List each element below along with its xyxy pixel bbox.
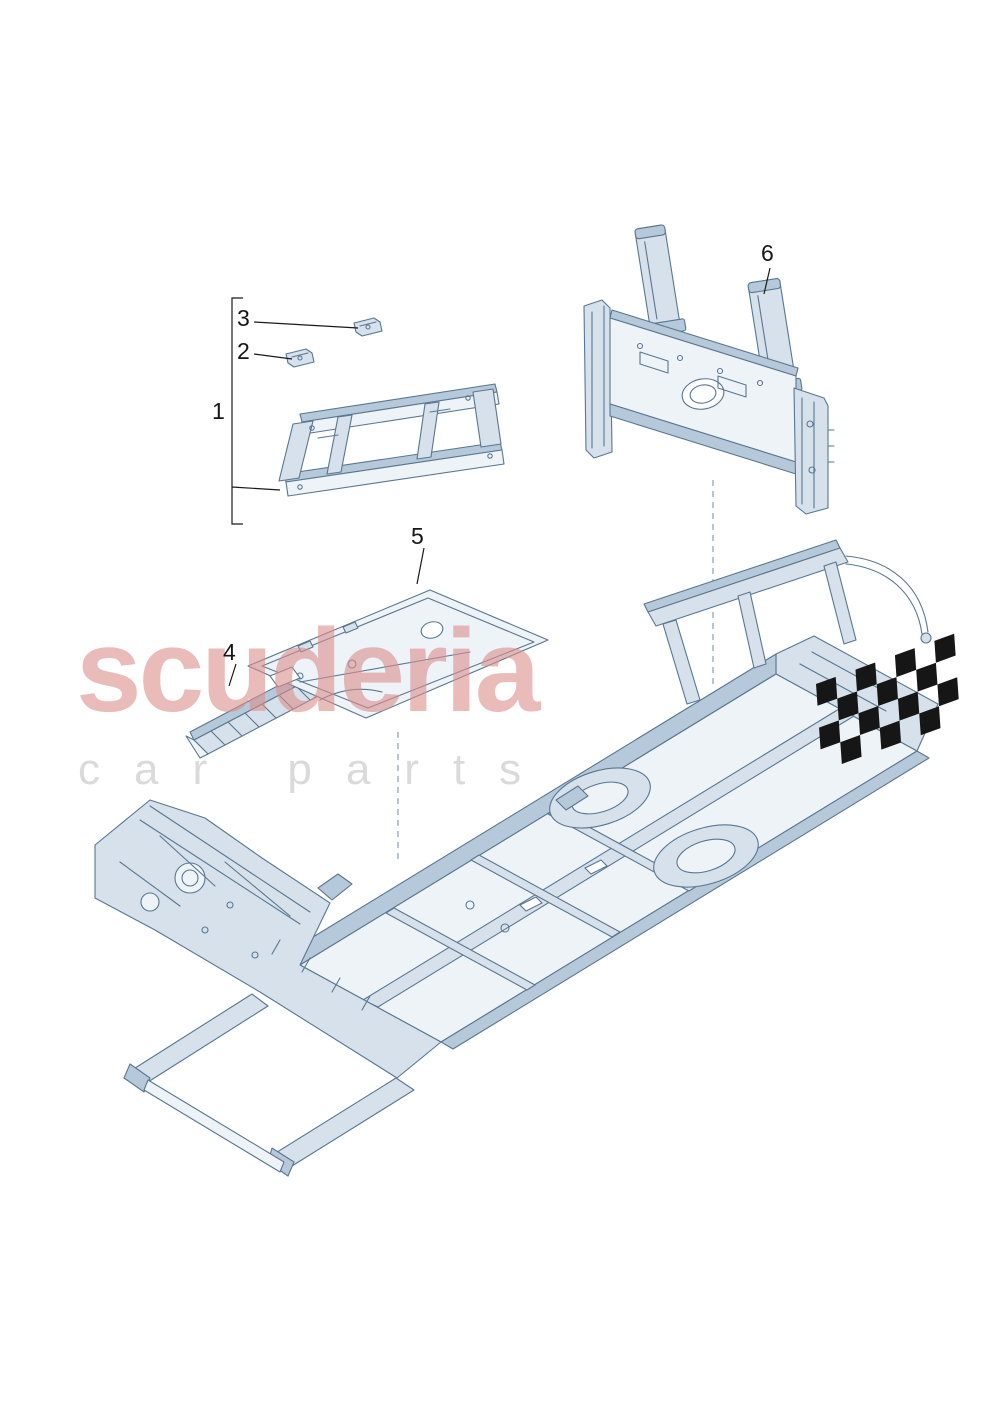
- callout-3: 3: [237, 305, 250, 331]
- part-2-drawing: [285, 348, 315, 368]
- callout-1: 1: [212, 398, 225, 424]
- callout-leader-lines: [228, 267, 771, 687]
- callout-2: 2: [237, 338, 250, 364]
- part-6-drawing: [583, 224, 835, 515]
- part-5-drawing: [247, 589, 549, 719]
- part-1-drawing: [278, 383, 505, 497]
- callout-4: 4: [223, 639, 236, 665]
- callout-5: 5: [411, 523, 424, 549]
- chassis-body-drawing: [94, 539, 939, 1177]
- part-3-drawing: [353, 317, 383, 337]
- callout-6: 6: [761, 240, 774, 266]
